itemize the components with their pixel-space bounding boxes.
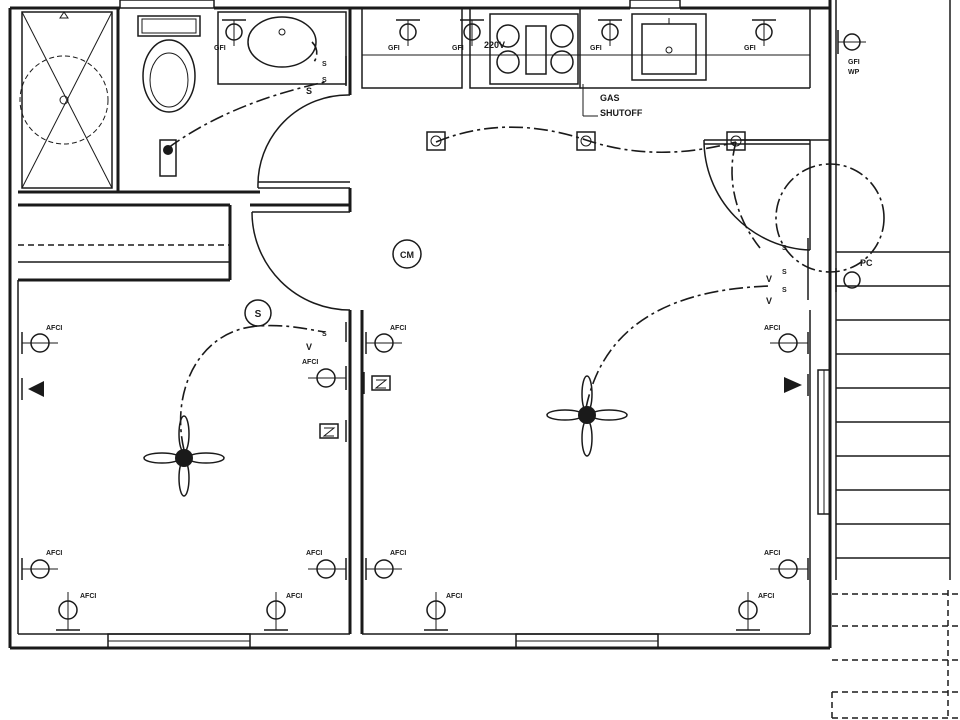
tv-outlet-icon: [363, 372, 391, 394]
afci-receptacle: AFCI: [764, 550, 809, 580]
svg-text:PC: PC: [860, 258, 873, 268]
svg-text:GFI: GFI: [214, 45, 226, 52]
afci-receptacle: AFCI: [306, 550, 347, 580]
svg-text:S: S: [255, 309, 262, 320]
svg-text:GAS: GAS: [600, 93, 620, 103]
gfi-receptacle: GFI: [388, 19, 420, 52]
svg-text:S: S: [782, 245, 787, 252]
ceiling-fan-icon: [143, 415, 225, 497]
light-fixture: [426, 131, 446, 151]
svg-text:GFI: GFI: [848, 59, 860, 66]
ceiling-monitor-icon: CM: [392, 239, 422, 269]
pc-receptacle: PC: [835, 258, 873, 292]
afci-receptacle: AFCI: [21, 550, 62, 580]
svg-text:GFI: GFI: [590, 45, 602, 52]
svg-text:S: S: [322, 61, 327, 68]
stairs: [831, 0, 960, 720]
svg-text:GFI: GFI: [452, 45, 464, 52]
afci-receptacle: AFCI: [365, 550, 406, 580]
afci-receptacle: AFCI: [21, 325, 62, 354]
svg-text:S: S: [322, 331, 327, 338]
afci-receptacle: AFCI: [365, 325, 406, 354]
phone-outlet-icon: [319, 420, 347, 442]
svg-text:V: V: [766, 296, 772, 306]
ceiling-fan-icon: [546, 375, 628, 457]
toilet: [137, 15, 201, 113]
svg-text:S: S: [322, 77, 327, 84]
switch-group: S S S V V: [766, 238, 809, 306]
svg-text:GFI: GFI: [744, 45, 756, 52]
gfi-wp-receptacle: GFI WP: [837, 30, 866, 76]
range: [489, 13, 579, 85]
range-receptacle-label: 220V: [484, 40, 505, 50]
svg-text:V: V: [306, 342, 312, 352]
afci-receptacle: AFCI: [736, 592, 774, 631]
svg-text:AFCI: AFCI: [80, 593, 96, 600]
bath-fan: [159, 139, 177, 177]
afci-receptacle: AFCI: [764, 325, 809, 354]
svg-text:AFCI: AFCI: [306, 550, 322, 557]
svg-text:AFCI: AFCI: [758, 593, 774, 600]
svg-text:S: S: [782, 287, 787, 294]
bath-vanity: [217, 11, 347, 85]
svg-text:AFCI: AFCI: [46, 325, 62, 332]
doors: [18, 94, 811, 311]
svg-text:SHUTOFF: SHUTOFF: [600, 108, 643, 118]
gfi-receptacle: GFI: [452, 19, 484, 52]
data-jack-icon: [21, 378, 44, 400]
kitchen-sink: [631, 13, 707, 81]
svg-text:S: S: [782, 269, 787, 276]
switch-group: SV: [306, 322, 347, 352]
walls: [8, 0, 832, 650]
gfi-receptacle: GFI: [214, 19, 246, 52]
gfi-receptacle: GFI: [590, 19, 622, 52]
afci-receptacle: AFCI: [424, 592, 462, 631]
svg-text:AFCI: AFCI: [302, 359, 318, 366]
switch-symbol: S: [244, 299, 272, 327]
gfi-receptacle: GFI: [744, 19, 776, 52]
svg-text:GFI: GFI: [388, 45, 400, 52]
afci-receptacle: AFCI: [264, 592, 302, 631]
light-fixture: [576, 131, 596, 151]
shower: [19, 11, 113, 189]
afci-receptacle: AFCI: [56, 592, 96, 631]
svg-text:AFCI: AFCI: [390, 550, 406, 557]
svg-text:AFCI: AFCI: [446, 593, 462, 600]
switch-group: S S S: [306, 56, 347, 96]
svg-text:AFCI: AFCI: [764, 550, 780, 557]
svg-text:V: V: [766, 274, 772, 284]
svg-text:S: S: [306, 86, 312, 96]
circuit-wiring: [167, 41, 885, 451]
data-jack-icon: [784, 374, 809, 396]
svg-text:AFCI: AFCI: [764, 325, 780, 332]
svg-text:AFCI: AFCI: [46, 550, 62, 557]
afci-receptacle: AFCI: [302, 359, 347, 390]
light-fixture: [726, 131, 746, 151]
symbols: CM S AFCI AFCI AFCI AFCI AFCI AFCI AFCI …: [21, 19, 873, 631]
gas-shutoff: GAS SHUTOFF: [582, 84, 643, 118]
svg-text:AFCI: AFCI: [286, 593, 302, 600]
svg-text:WP: WP: [848, 69, 860, 76]
svg-text:CM: CM: [400, 250, 414, 260]
svg-text:AFCI: AFCI: [390, 325, 406, 332]
